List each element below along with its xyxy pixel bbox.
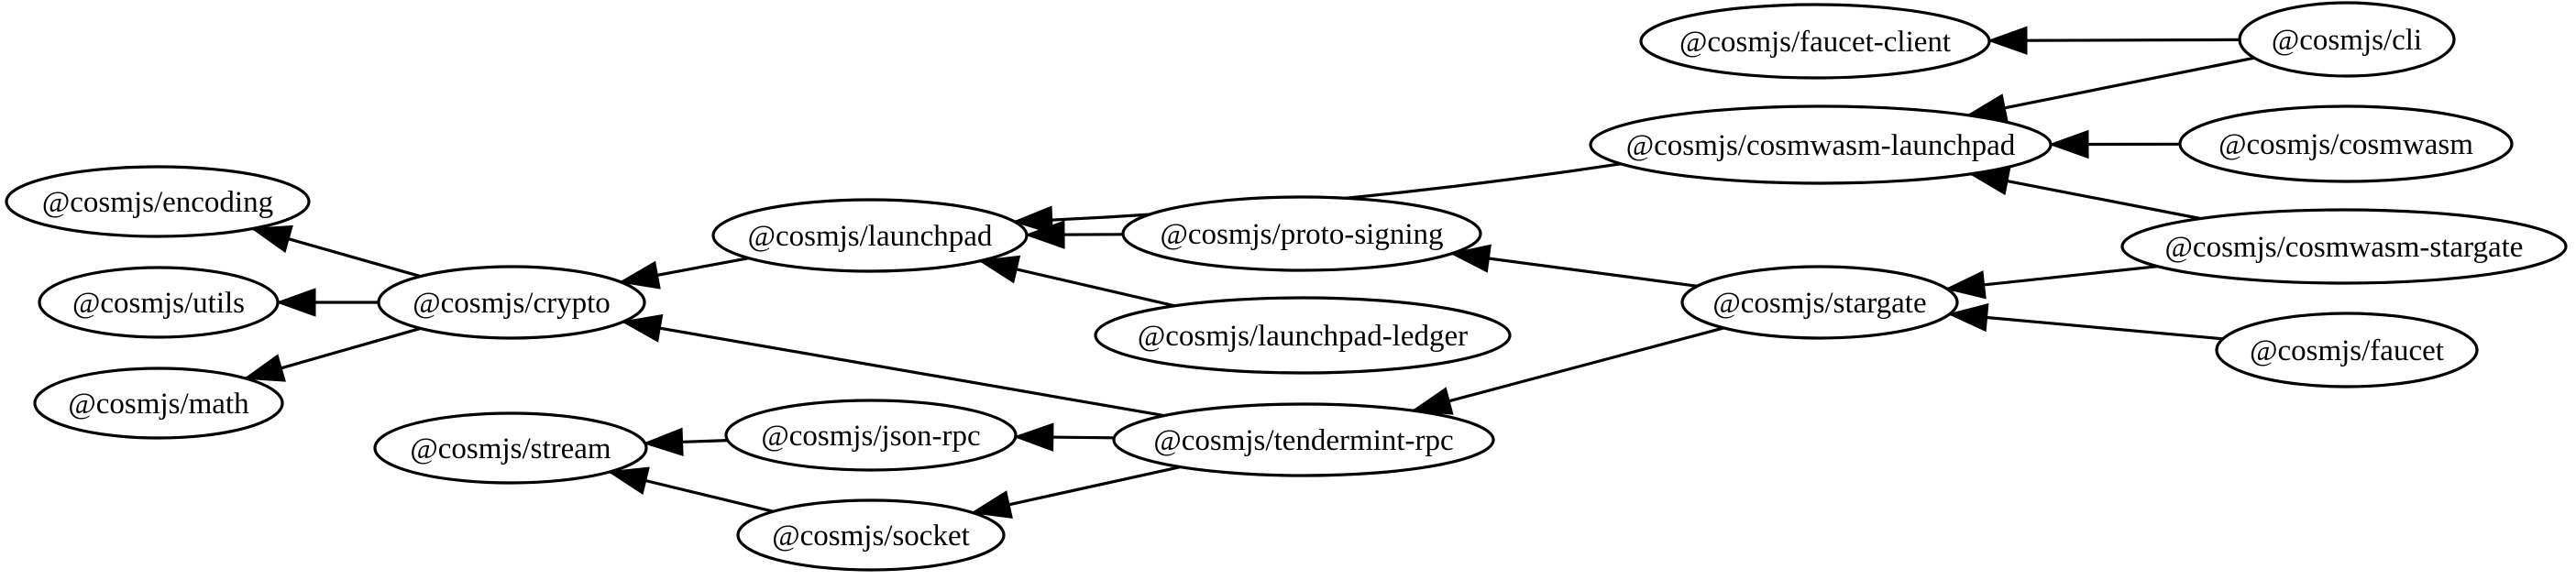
node-label-stargate: @cosmjs/stargate xyxy=(1712,287,1926,320)
node-ellipse-math xyxy=(33,367,284,440)
node-ellipse-launchpad-ledger xyxy=(1094,296,1512,375)
edge-tendermint-rpc-to-socket xyxy=(973,465,1181,513)
edge-socket-to-stream xyxy=(610,472,774,513)
edge-tendermint-rpc-to-json-rpc xyxy=(1016,437,1115,438)
node-utils: @cosmjs/utils xyxy=(38,266,280,339)
node-cosmwasm-launchpad: @cosmjs/cosmwasm-launchpad xyxy=(1589,104,2053,185)
node-ellipse-faucet xyxy=(2215,312,2479,388)
edge-launchpad-to-crypto xyxy=(621,257,749,282)
edge-cli-to-faucet-client xyxy=(1989,39,2240,40)
node-ellipse-utils xyxy=(38,266,280,339)
node-label-cosmwasm-stargate: @cosmjs/cosmwasm-stargate xyxy=(2165,231,2524,264)
node-json-rpc: @cosmjs/json-rpc xyxy=(724,399,1018,472)
edge-cli-to-cosmwasm-launchpad xyxy=(1968,56,2255,115)
edge-stargate-to-tendermint-rpc xyxy=(1414,326,1724,410)
node-ellipse-cli xyxy=(2238,1,2456,78)
node-crypto: @cosmjs/crypto xyxy=(377,265,646,340)
node-tendermint-rpc: @cosmjs/tendermint-rpc xyxy=(1112,402,1495,477)
node-cli: @cosmjs/cli xyxy=(2238,1,2456,78)
node-label-stream: @cosmjs/stream xyxy=(410,432,611,465)
node-stargate: @cosmjs/stargate xyxy=(1680,265,1959,340)
edge-json-rpc-to-stream xyxy=(645,441,728,443)
node-label-encoding: @cosmjs/encoding xyxy=(42,186,273,219)
node-math: @cosmjs/math xyxy=(33,367,284,440)
node-socket: @cosmjs/socket xyxy=(736,498,1006,572)
edge-cosmwasm-stargate-to-cosmwasm-launchpad xyxy=(1971,174,2201,221)
node-ellipse-stargate xyxy=(1680,265,1959,340)
node-launchpad: @cosmjs/launchpad xyxy=(711,198,1029,273)
node-ellipse-faucet-client xyxy=(1639,3,1991,80)
node-label-socket: @cosmjs/socket xyxy=(772,520,970,553)
edge-stargate-to-proto-signing xyxy=(1452,254,1698,288)
node-faucet-client: @cosmjs/faucet-client xyxy=(1639,3,1991,80)
edges-layer xyxy=(246,39,2255,513)
node-label-launchpad-ledger: @cosmjs/launchpad-ledger xyxy=(1138,320,1468,353)
node-stream: @cosmjs/stream xyxy=(373,411,648,485)
node-ellipse-cosmwasm xyxy=(2178,104,2514,183)
edge-tendermint-rpc-to-crypto xyxy=(623,322,1165,418)
node-label-faucet-client: @cosmjs/faucet-client xyxy=(1679,26,1951,59)
node-launchpad-ledger: @cosmjs/launchpad-ledger xyxy=(1094,296,1512,375)
node-label-launchpad: @cosmjs/launchpad xyxy=(748,220,993,253)
node-encoding: @cosmjs/encoding xyxy=(5,165,311,238)
node-ellipse-launchpad xyxy=(711,198,1029,273)
node-ellipse-crypto xyxy=(377,265,646,340)
node-label-cosmwasm-launchpad: @cosmjs/cosmwasm-launchpad xyxy=(1626,129,2016,162)
edge-crypto-to-encoding xyxy=(253,229,421,279)
node-faucet: @cosmjs/faucet xyxy=(2215,312,2479,388)
node-ellipse-encoding xyxy=(5,165,311,238)
node-ellipse-stream xyxy=(373,411,648,485)
node-label-cosmwasm: @cosmjs/cosmwasm xyxy=(2218,128,2473,161)
edge-cosmwasm-stargate-to-stargate xyxy=(1947,265,2158,290)
edge-launchpad-ledger-to-launchpad xyxy=(980,261,1175,308)
node-label-tendermint-rpc: @cosmjs/tendermint-rpc xyxy=(1153,424,1453,457)
node-ellipse-json-rpc xyxy=(724,399,1018,472)
node-cosmwasm: @cosmjs/cosmwasm xyxy=(2178,104,2514,183)
node-label-proto-signing: @cosmjs/proto-signing xyxy=(1160,218,1443,251)
node-ellipse-tendermint-rpc xyxy=(1112,402,1495,477)
node-ellipse-cosmwasm-stargate xyxy=(2120,208,2568,285)
edge-crypto-to-math xyxy=(246,326,422,378)
node-label-math: @cosmjs/math xyxy=(68,388,249,421)
node-label-utils: @cosmjs/utils xyxy=(72,287,245,320)
node-proto-signing: @cosmjs/proto-signing xyxy=(1121,195,1482,272)
node-ellipse-socket xyxy=(736,498,1006,572)
node-label-crypto: @cosmjs/crypto xyxy=(413,287,611,320)
node-label-cli: @cosmjs/cli xyxy=(2272,24,2422,57)
edge-faucet-to-stargate xyxy=(1950,314,2223,341)
node-ellipse-cosmwasm-launchpad xyxy=(1589,104,2053,185)
node-label-json-rpc: @cosmjs/json-rpc xyxy=(761,420,980,453)
nodes-layer: @cosmjs/encoding @cosmjs/utils @cosmjs/mat… xyxy=(5,1,2568,572)
node-ellipse-proto-signing xyxy=(1121,195,1482,272)
node-label-faucet: @cosmjs/faucet xyxy=(2250,334,2444,367)
node-cosmwasm-stargate: @cosmjs/cosmwasm-stargate xyxy=(2120,208,2568,285)
